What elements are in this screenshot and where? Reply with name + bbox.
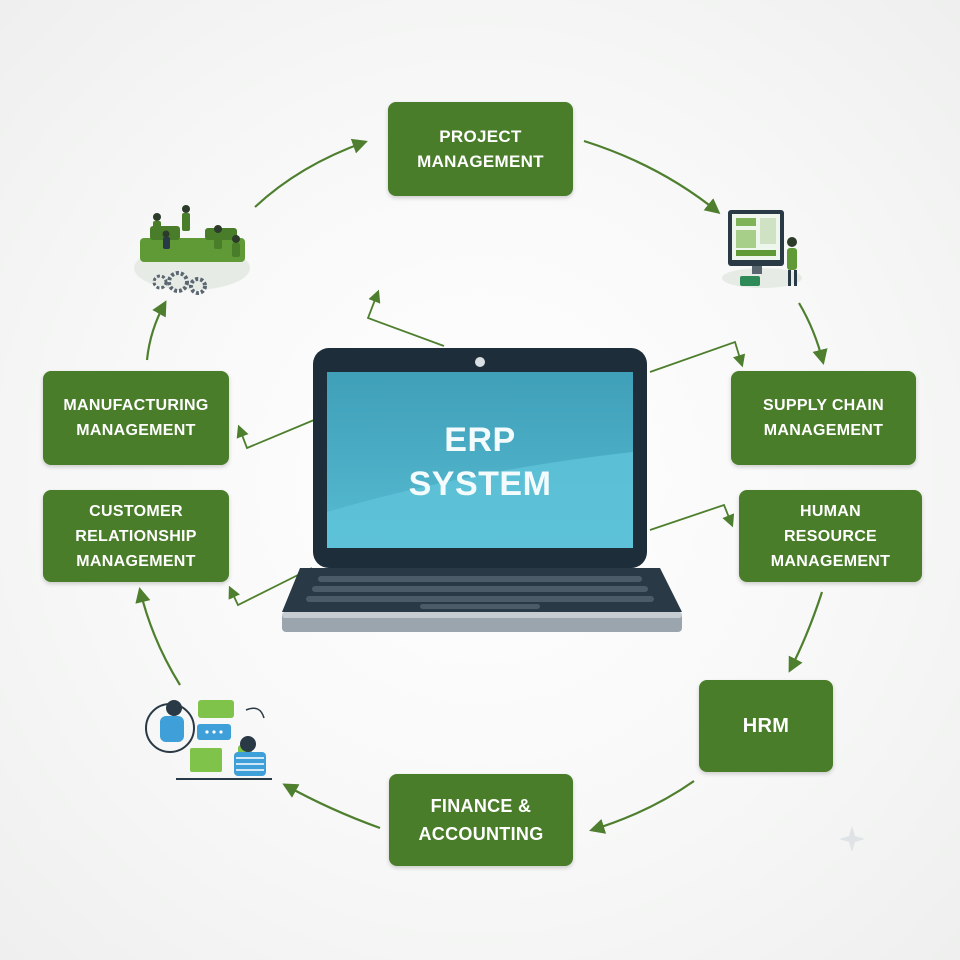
arrow-to-team [145, 300, 167, 361]
sparkle-icon [839, 826, 865, 852]
dashboard-analyst-illustration [722, 210, 802, 288]
arrow-to-finance [589, 780, 695, 834]
arrow-to-hrm [788, 591, 824, 673]
cycle-arrows [135, 138, 828, 834]
arrow-to-supply [798, 302, 828, 365]
team-gears-illustration [134, 205, 250, 295]
webcam [475, 357, 485, 367]
module-hrm[interactable]: HRM [699, 680, 833, 772]
arrow-to-dashboard [583, 139, 721, 214]
module-human-resource-management[interactable]: HUMAN RESOURCE MANAGEMENT [739, 490, 922, 582]
module-manufacturing-management[interactable]: MANUFACTURING MANAGEMENT [43, 371, 229, 465]
laptop [282, 348, 682, 632]
erp-system-title: ERP SYSTEM [408, 421, 552, 503]
arrow-to-crm [135, 587, 181, 686]
customer-chat-illustration [145, 700, 272, 780]
module-finance-accounting[interactable]: FINANCE & ACCOUNTING [389, 774, 573, 866]
laptop-connectors [228, 289, 746, 607]
arrow-to-project [254, 138, 368, 208]
module-customer-relationship-management[interactable]: CUSTOMER RELATIONSHIP MANAGEMENT [43, 490, 229, 582]
module-supply-chain-management[interactable]: SUPPLY CHAIN MANAGEMENT [731, 371, 916, 465]
arrow-to-chat [282, 783, 381, 830]
module-project-management[interactable]: PROJECT MANAGEMENT [388, 102, 573, 196]
keyboard [306, 576, 654, 609]
